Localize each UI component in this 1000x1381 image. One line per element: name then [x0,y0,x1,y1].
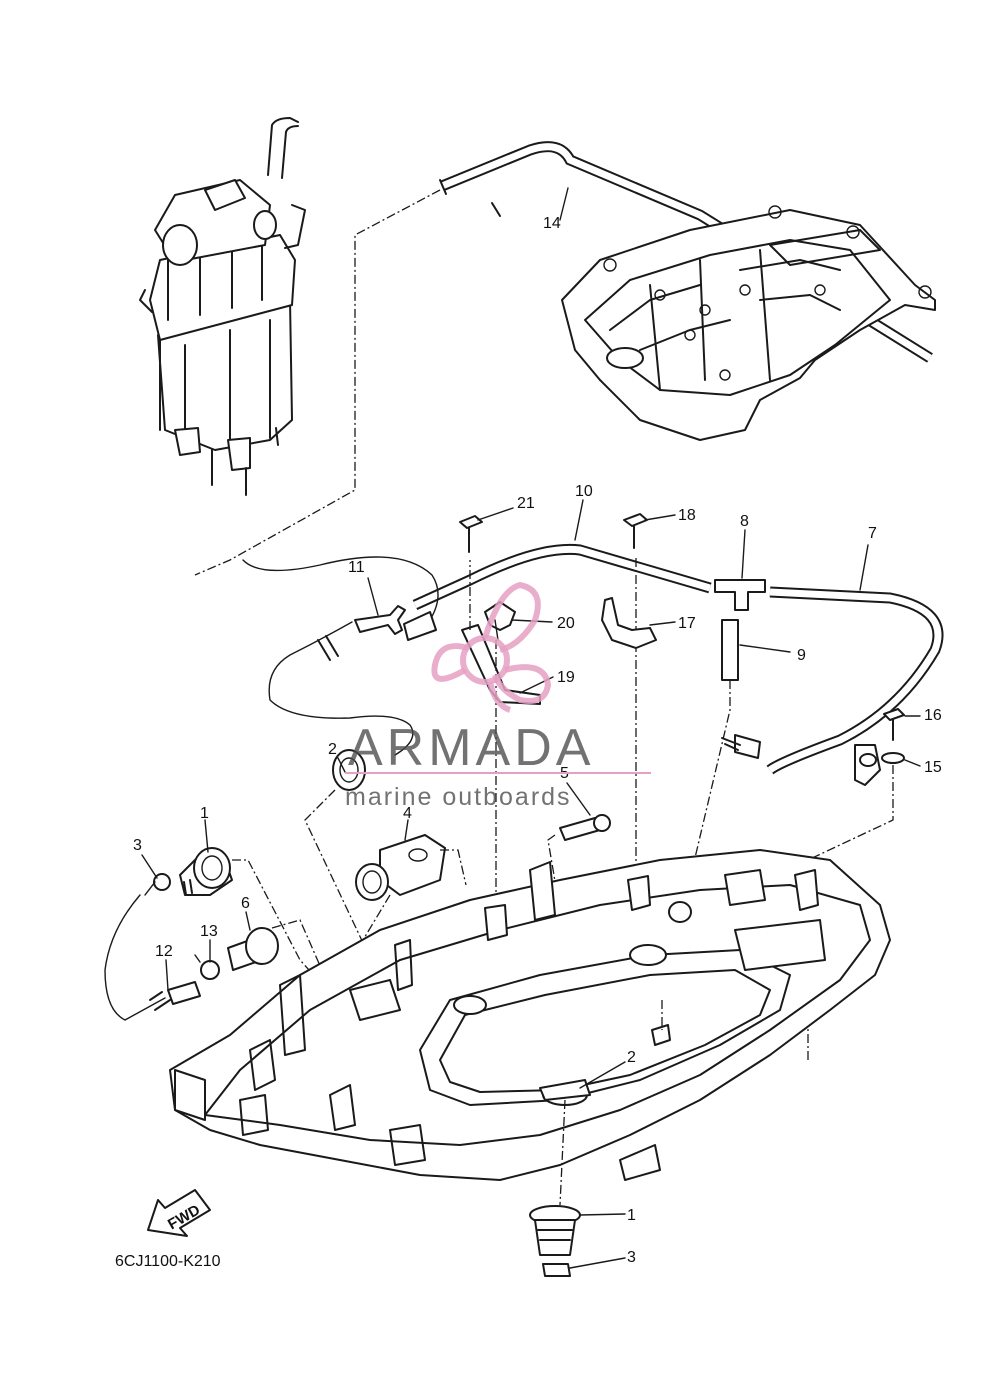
clip-17 [601,597,657,649]
callout-15: 15 [924,759,942,776]
callout-3-lower: 3 [627,1249,636,1266]
fwd-arrow-icon: FWD [147,1189,211,1237]
callout-4: 4 [403,805,412,822]
bolt-21 [459,515,483,553]
clamp-3-bottom [542,1263,571,1277]
grommet-4 [329,834,467,996]
callout-12: 12 [155,943,173,960]
grommet-1-bottom [529,1205,581,1256]
callout-6: 6 [241,895,250,912]
callout-11: 11 [348,559,365,576]
bottom-cowling [169,849,891,1206]
callout-21: 21 [517,495,535,512]
armada-watermark: ARMADA marine outboards [345,581,651,811]
watermark-brand: ARMADA [348,719,594,777]
armada-logo-icon [431,581,552,713]
fuel-hose-14 [194,141,933,576]
callout-1-left: 1 [200,805,209,822]
bolt-16 [883,708,905,741]
engine-mount-plate [561,205,936,441]
plug-6 [227,919,336,1001]
callout-17: 17 [678,615,696,632]
hose-holder [854,744,881,786]
callout-16: 16 [924,707,942,724]
callout-7: 7 [868,525,877,542]
callout-9: 9 [797,647,806,664]
diagram-code: 6CJ1100-K210 [115,1253,221,1270]
joint-8 [714,579,766,611]
callout-18: 18 [678,507,696,524]
hose-7 [721,586,944,775]
callout-2-upper: 2 [328,741,337,758]
clamp-13 [194,954,220,980]
washer-15 [807,752,905,1060]
watermark-tagline: marine outboards [345,783,572,811]
joint-11 [268,605,437,756]
callout-19: 19 [557,669,575,686]
callout-13: 13 [200,923,218,940]
hose-12 [104,894,201,1021]
leader-lines [141,187,921,1269]
hose-9 [684,619,739,901]
callout-labels: 14 10 21 18 8 7 11 20 17 9 19 16 15 2 5 … [133,215,942,1266]
clamp-3-left [144,873,171,896]
callout-3-left: 3 [133,837,142,854]
hose-10 [242,543,712,633]
callout-10: 10 [575,483,593,500]
callout-14: 14 [543,215,561,232]
watermark-underline [345,772,651,774]
callout-20: 20 [557,615,575,632]
callout-2-lower: 2 [627,1049,636,1066]
callout-1-lower: 1 [627,1207,636,1224]
grommet-1-left [179,847,346,1011]
callout-8: 8 [740,513,749,530]
fuel-pump-assembly [139,117,306,496]
